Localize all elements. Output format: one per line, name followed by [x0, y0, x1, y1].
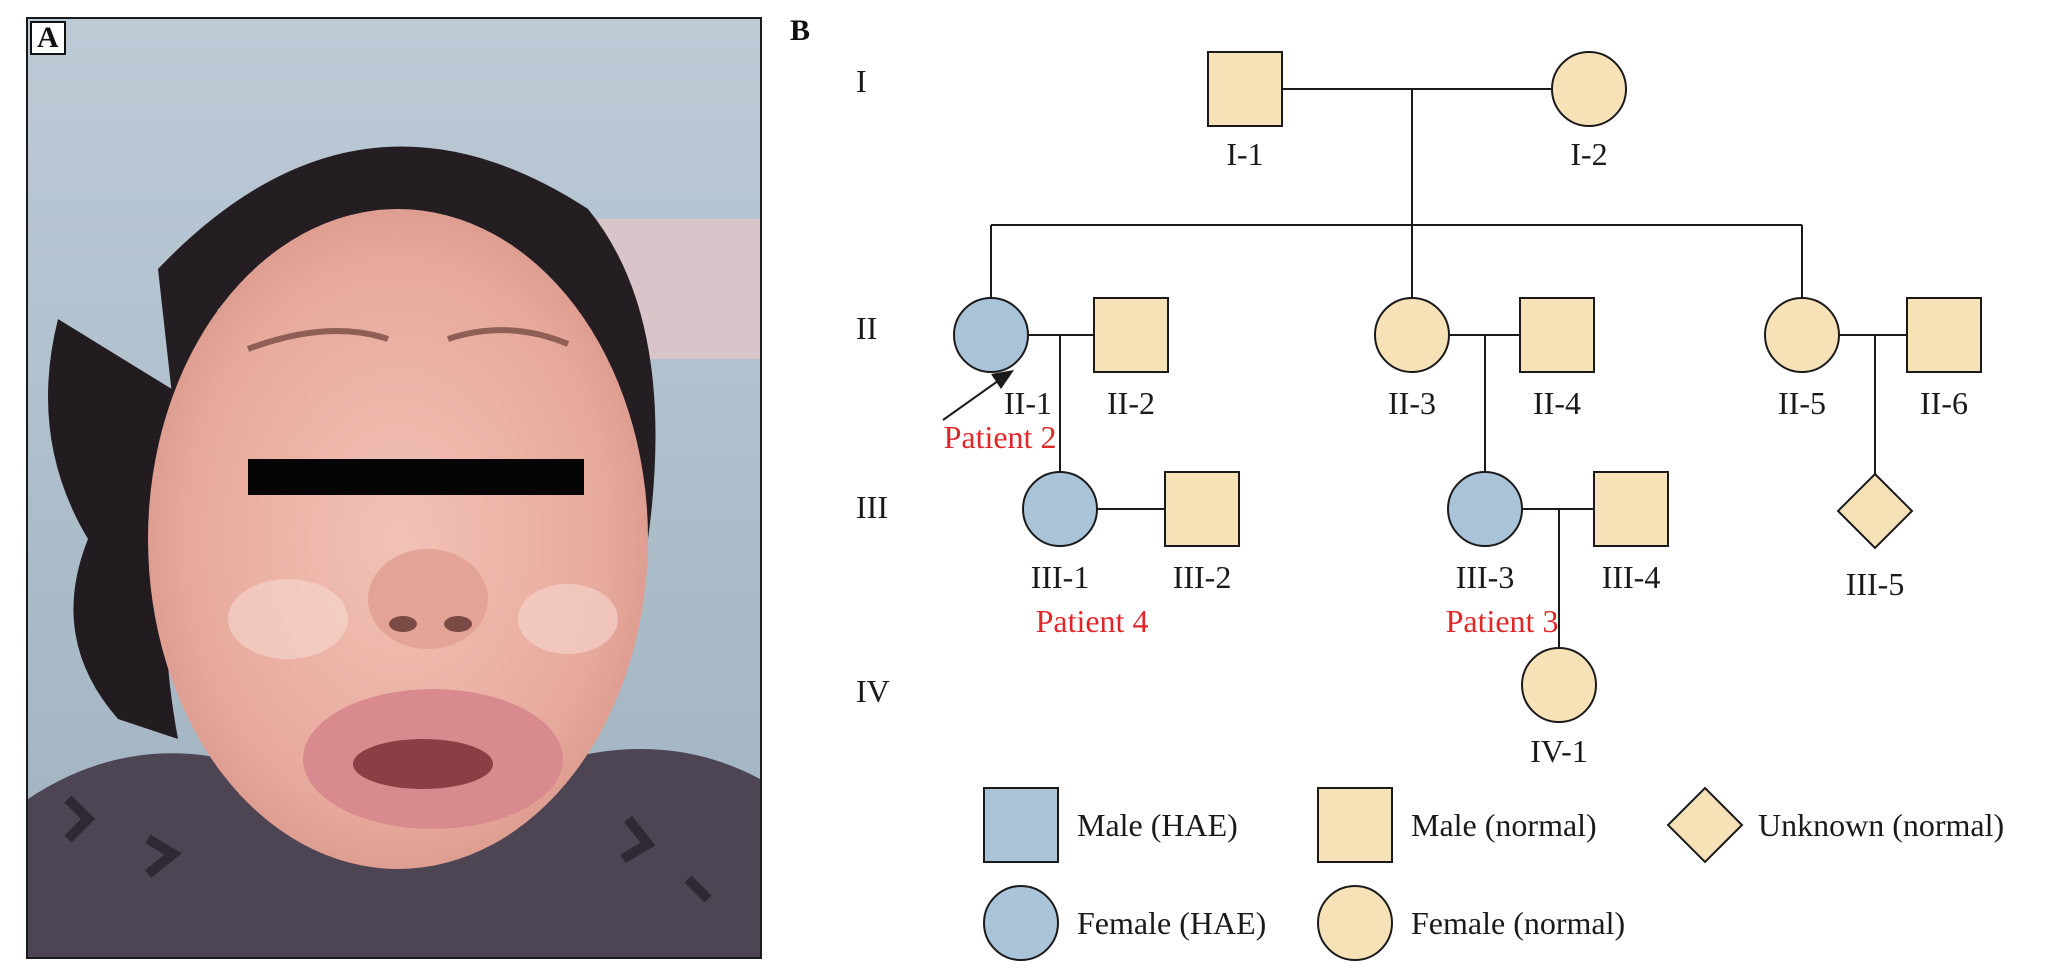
generation-label-i: I [856, 63, 867, 99]
individual-iii2-male [1164, 471, 1240, 547]
nostril-right [444, 616, 472, 632]
hair-left [48, 319, 188, 739]
legend-male-hae-symbol [983, 787, 1059, 863]
eyebrow-left [246, 328, 389, 352]
label-iii5: III-5 [1846, 566, 1905, 602]
legend-male-normal-label: Male (normal) [1411, 807, 1597, 843]
generation-label-iv: IV [856, 673, 890, 709]
label-ii4: II-4 [1533, 385, 1581, 421]
individual-ii1-female-affected [953, 297, 1029, 373]
label-i2: I-2 [1570, 136, 1607, 172]
individual-iii3-female-affected [1447, 471, 1523, 547]
individual-iii5-unknown [1836, 472, 1914, 550]
legend-unknown-normal-symbol [1666, 786, 1744, 864]
legend-female-hae-symbol [983, 885, 1059, 961]
mouth [353, 739, 493, 789]
individual-i1-male [1207, 51, 1283, 127]
individual-iii1-female-affected [1022, 471, 1098, 547]
individual-ii3-female [1374, 297, 1450, 373]
legend-male-normal-symbol [1317, 787, 1393, 863]
individual-ii4-male [1519, 297, 1595, 373]
panel-a-label: A [30, 21, 66, 55]
label-ii5: II-5 [1778, 385, 1826, 421]
legend-female-normal-symbol [1317, 885, 1393, 961]
cheek-highlight-left [228, 579, 348, 659]
cheek-highlight-right [518, 584, 618, 654]
patient-label-3: Patient 3 [1446, 603, 1559, 639]
label-i1: I-1 [1226, 136, 1263, 172]
proband-arrow-head [991, 370, 1014, 389]
generation-label-ii: II [856, 310, 877, 346]
individual-iv1-female [1521, 647, 1597, 723]
photo-panel: A [26, 17, 762, 959]
individual-i2-female [1551, 51, 1627, 127]
patient-label-4: Patient 4 [1036, 603, 1149, 639]
label-ii2: II-2 [1107, 385, 1155, 421]
clothing-pattern [64, 795, 712, 903]
label-ii3: II-3 [1388, 385, 1436, 421]
label-iii1: III-1 [1031, 559, 1090, 595]
individual-iii4-male [1593, 471, 1669, 547]
legend-unknown-normal-label: Unknown (normal) [1758, 807, 2004, 843]
pedigree-lines [942, 88, 1907, 648]
label-ii1: II-1 [1004, 385, 1052, 421]
individual-ii2-male [1093, 297, 1169, 373]
nostril-left [389, 616, 417, 632]
patient-label-2: Patient 2 [944, 419, 1057, 455]
label-ii6: II-6 [1920, 385, 1968, 421]
legend-male-hae-label: Male (HAE) [1077, 807, 1238, 843]
face [148, 209, 648, 869]
individual-ii5-female [1764, 297, 1840, 373]
patient-photo [28, 19, 760, 957]
label-iv1: IV-1 [1530, 733, 1587, 769]
eyebrow-right [447, 327, 570, 347]
legend-female-hae-label: Female (HAE) [1077, 905, 1266, 941]
label-iii4: III-4 [1602, 559, 1661, 595]
proband-arrow-shaft [942, 375, 1006, 421]
legend: Male (HAE) Male (normal) Unknown (normal… [983, 786, 2004, 961]
individual-ii6-male [1906, 297, 1982, 373]
label-iii2: III-2 [1173, 559, 1232, 595]
legend-female-normal-label: Female (normal) [1411, 905, 1625, 941]
panel-b-label: B [790, 14, 811, 47]
generation-label-iii: III [856, 489, 888, 525]
eye-censor-bar [248, 459, 584, 495]
label-iii3: III-3 [1456, 559, 1515, 595]
